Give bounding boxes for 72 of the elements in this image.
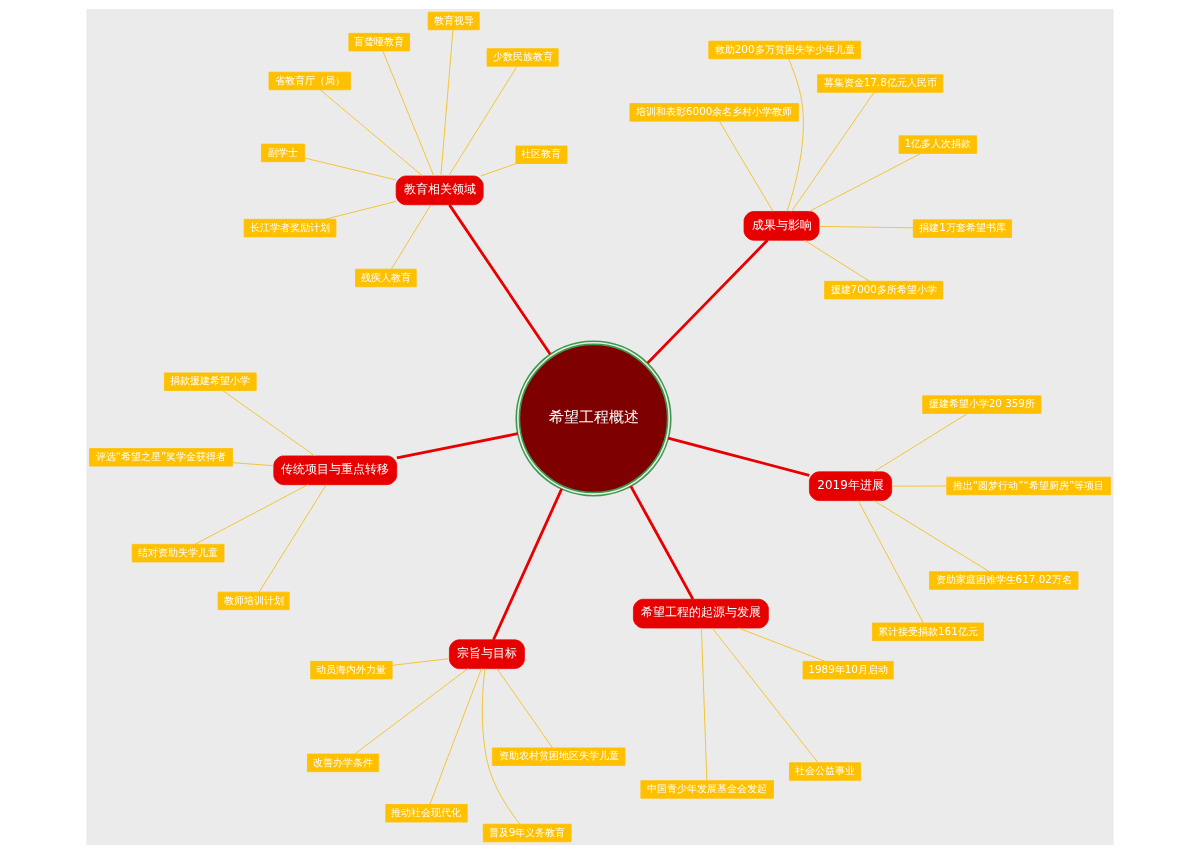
- node-box: 教师培训计划: [217, 591, 290, 610]
- connector: [304, 157, 397, 180]
- connector: [390, 203, 432, 270]
- connector: [258, 483, 327, 592]
- node-box: 副学士: [261, 143, 305, 162]
- connector: [324, 200, 397, 220]
- node-box: 希望工程的起源与发展: [633, 598, 769, 628]
- connector: [891, 485, 947, 487]
- connector: [646, 238, 769, 364]
- node-box: 1亿多人次捐款: [898, 134, 977, 154]
- node-box: 教育相关领域: [395, 175, 484, 205]
- node-box: 资助农村贫困地区失学儿童: [491, 747, 626, 766]
- node-box: 培训和表彰6000余名乡村小学教师: [629, 102, 799, 122]
- connector: [480, 162, 517, 176]
- connector: [232, 461, 275, 466]
- connector: [629, 485, 695, 600]
- connector: [809, 152, 922, 212]
- node-box: 教育视导: [427, 11, 480, 30]
- node-box: 援建7000多所希望小学: [824, 280, 944, 299]
- node-box: 评选“希望之星”奖学金获得者: [89, 447, 233, 466]
- node-box: 残疾人教育: [355, 268, 417, 287]
- node-box: 社区教育: [515, 145, 568, 164]
- node-box: 2019年进展: [809, 470, 893, 501]
- node-box: 资助家庭困难学生617.02万名: [929, 570, 1079, 590]
- node-box: 省教育厅（局）: [268, 71, 351, 90]
- node-box: 长江学者奖励计划: [243, 218, 337, 237]
- connector: [354, 667, 469, 755]
- connector: [222, 389, 316, 456]
- connector: [492, 487, 563, 640]
- connector: [319, 88, 423, 176]
- node-box: 推出“圆梦行动”“希望厨房”等项目: [946, 476, 1111, 495]
- node-box: 普及9年义务教育: [482, 823, 572, 842]
- connector: [481, 667, 521, 825]
- node-box: 盲聋哑教育: [348, 32, 410, 51]
- connector: [737, 627, 826, 662]
- connector: [448, 65, 518, 176]
- connector: [804, 239, 871, 282]
- node-box: 1989年10月启动: [802, 660, 894, 679]
- connector: [429, 667, 482, 805]
- connector: [818, 225, 914, 228]
- node-box: 捐款援建希望小学: [163, 372, 257, 391]
- connector: [496, 667, 553, 748]
- connector: [448, 203, 552, 355]
- connector: [873, 412, 968, 472]
- node-box: 援建希望小学20 359所: [922, 394, 1042, 414]
- node-box: 救助200多万贫困失学少年儿童: [708, 40, 861, 59]
- connector: [667, 436, 810, 477]
- connector: [440, 29, 454, 176]
- connector: [711, 627, 819, 763]
- node-box: 社会公益事业: [789, 761, 861, 781]
- connector: [719, 120, 774, 212]
- node-box: 募集资金17.8亿元人民币: [817, 73, 944, 93]
- node-box: 少数民族教育: [486, 47, 559, 67]
- node-box: 中国青少年发展基金会发起: [640, 779, 774, 799]
- connector: [194, 483, 309, 545]
- node-box: 成果与影响: [743, 210, 820, 241]
- connector: [700, 627, 708, 781]
- connector: [873, 499, 990, 572]
- connector: [382, 49, 435, 176]
- connector: [396, 431, 519, 459]
- node-box: 宗旨与目标: [449, 638, 525, 669]
- connector: [391, 657, 450, 666]
- node-box: 推动社会现代化: [385, 803, 468, 822]
- node-box: 累计接受捐款161亿元: [872, 622, 984, 641]
- node-box: 捐建1万套希望书库: [912, 218, 1012, 238]
- node-box: 动员海内外力量: [310, 660, 393, 679]
- node-box: 改善办学条件: [307, 753, 379, 772]
- connector: [791, 91, 875, 212]
- connector: [786, 58, 804, 212]
- node-box: 传统项目与重点转移: [273, 455, 398, 485]
- connector: [857, 499, 924, 623]
- node-box: 结对资助失学儿童: [131, 543, 225, 562]
